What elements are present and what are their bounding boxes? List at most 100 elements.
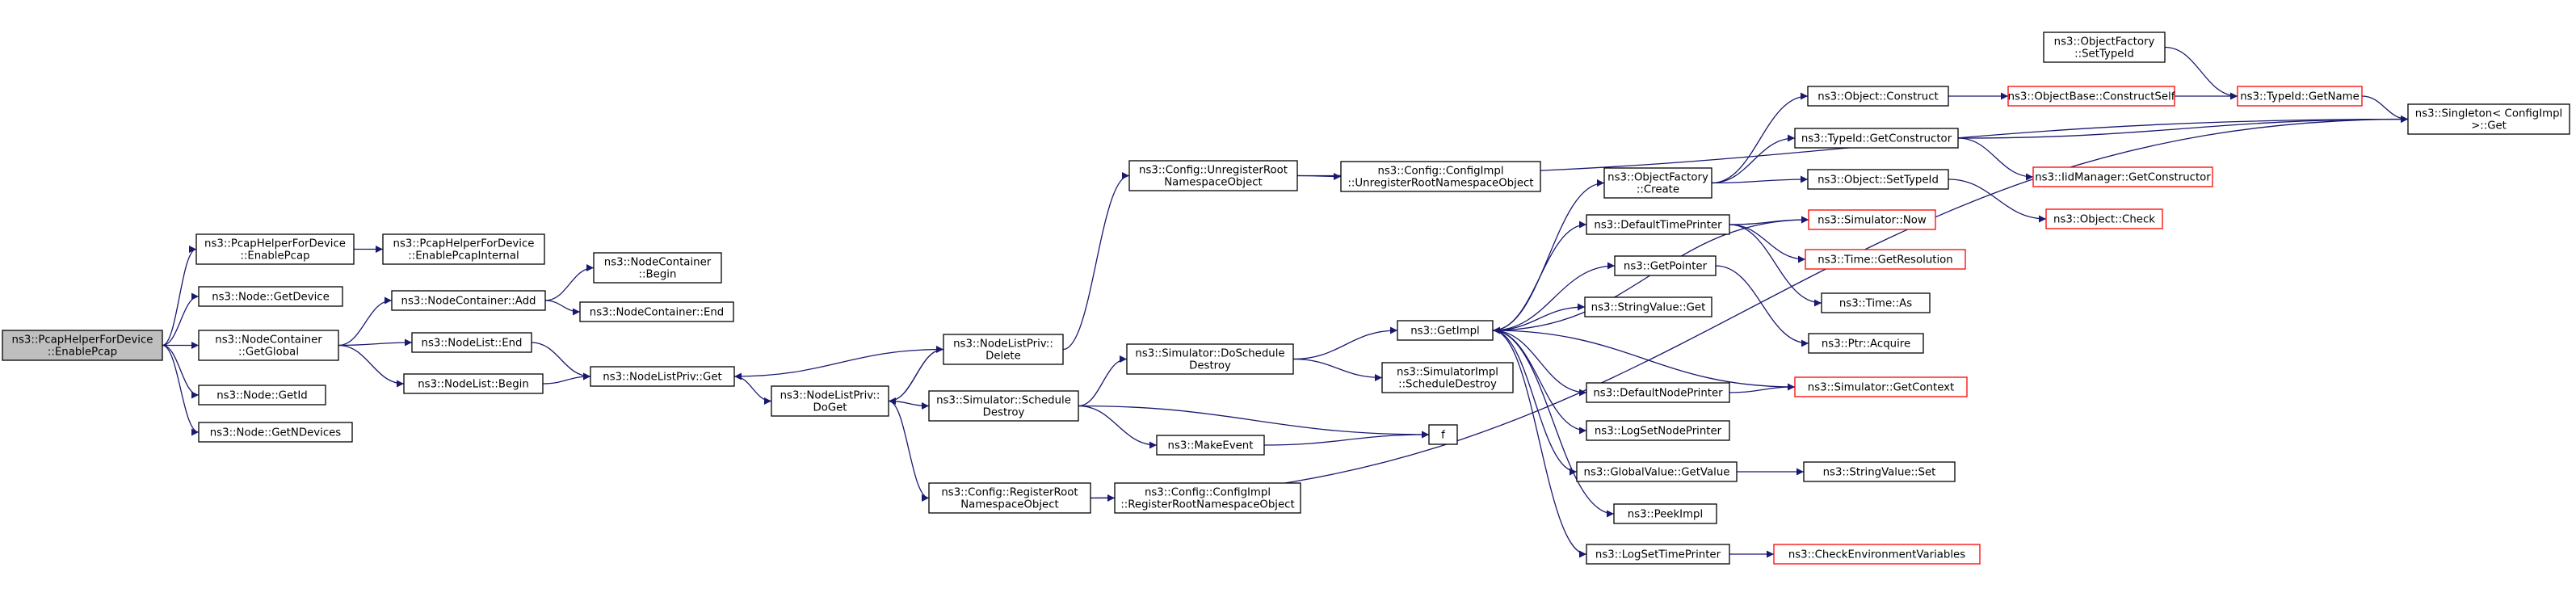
edge-sim-sched-to-f — [1078, 405, 1430, 439]
edge-path — [1263, 431, 1430, 446]
node-box — [1397, 320, 1494, 341]
graph-node-node-getid[interactable]: ns3::Node::GetId — [198, 385, 326, 406]
edge-makeevent-to-f — [1263, 431, 1430, 446]
graph-node-obj-settypeid[interactable]: ns3::Object::SetTypeId — [1807, 169, 1949, 190]
graph-node-nc-begin[interactable]: ns3::NodeContainer::Begin — [593, 252, 722, 284]
node-box — [198, 286, 343, 307]
node-box — [2, 330, 163, 361]
edge-of-create-to-typeid-getctor — [1711, 134, 1796, 184]
graph-node-node-getndevices[interactable]: ns3::Node::GetNDevices — [198, 422, 353, 443]
edge-obj-settypeid-to-obj-check — [1948, 179, 2047, 223]
edge-path — [1492, 330, 1587, 397]
graph-node-nl-end[interactable]: ns3::NodeList::End — [411, 332, 532, 353]
edge-path — [1492, 330, 1615, 518]
graph-node-of-settypeid[interactable]: ns3::ObjectFactory::SetTypeId — [2043, 32, 2166, 63]
graph-node-nlp-delete[interactable]: ns3::NodeListPriv::Delete — [943, 334, 1064, 365]
node-label: ns3::Object::SetTypeId — [1817, 174, 1939, 187]
edge-path — [2164, 46, 2238, 100]
node-label: ns3::NodeListPriv:: — [953, 338, 1053, 351]
graph-node-nc-end[interactable]: ns3::NodeContainer::End — [579, 301, 734, 322]
graph-node-sim-now[interactable]: ns3::Simulator::Now — [1808, 209, 1936, 230]
node-box — [590, 366, 735, 387]
node-label: ::SetTypeId — [2074, 48, 2134, 61]
node-label: ns3::CheckEnvironmentVariables — [1788, 549, 1965, 561]
graph-node-getimpl[interactable]: ns3::GetImpl — [1397, 320, 1494, 341]
node-label: ns3::PcapHelperForDevice — [204, 238, 346, 250]
graph-node-dtp[interactable]: ns3::DefaultTimePrinter — [1586, 214, 1730, 235]
node-box — [1381, 362, 1514, 393]
graph-node-dnp[interactable]: ns3::DefaultNodePrinter — [1586, 382, 1730, 403]
edge-path — [1957, 137, 2034, 181]
graph-node-time-getres[interactable]: ns3::Time::GetResolution — [1805, 249, 1966, 270]
graph-node-root: ns3::PcapHelperForDevice::EnablePcap — [2, 330, 163, 361]
node-label: f — [1441, 430, 1445, 442]
node-label: ::ScheduleDestroy — [1398, 379, 1497, 391]
graph-node-ptr-acquire[interactable]: ns3::Ptr::Acquire — [1808, 333, 1924, 354]
edge-path — [1711, 92, 1809, 184]
node-label: ns3::DefaultTimePrinter — [1594, 220, 1722, 232]
graph-node-typeid-getname[interactable]: ns3::TypeId::GetName — [2237, 86, 2363, 107]
graph-node-f[interactable]: f — [1428, 424, 1458, 445]
edge-getpointer-to-ptr-acquire — [1715, 265, 1809, 347]
graph-node-nc-add[interactable]: ns3::NodeContainer::Add — [391, 290, 546, 311]
edge-root-to-node-getid — [162, 344, 200, 399]
edge-of-create-to-obj-construct — [1711, 92, 1809, 184]
graph-node-singleton-get[interactable]: ns3::Singleton< ConfigImpl >::Get — [2407, 103, 2570, 135]
graph-node-logsetnode[interactable]: ns3::LogSetNodePrinter — [1586, 420, 1730, 441]
node-box — [1128, 160, 1298, 191]
graph-node-sim-getctx[interactable]: ns3::Simulator::GetContext — [1794, 376, 1968, 397]
edge-dtp-to-sim-now — [1729, 216, 1809, 225]
graph-node-node-getdevice[interactable]: ns3::Node::GetDevice — [198, 286, 343, 307]
graph-node-iid-getctor[interactable]: ns3::IidManager::GetConstructor — [2032, 166, 2213, 187]
graph-node-logsettime[interactable]: ns3::LogSetTimePrinter — [1586, 544, 1730, 565]
graph-node-objbase-cs[interactable]: ns3::ObjectBase::ConstructSelf — [2007, 86, 2175, 107]
node-label: ns3::ObjectBase::ConstructSelf — [2008, 91, 2175, 103]
edge-path — [338, 296, 393, 347]
edge-path — [1492, 326, 1796, 388]
graph-node-nlp-get[interactable]: ns3::NodeListPriv::Get — [590, 366, 735, 387]
edge-path — [1492, 221, 1587, 331]
node-label: Delete — [985, 351, 1021, 363]
node-label: Destroy — [1189, 360, 1231, 372]
graph-node-of-create[interactable]: ns3::ObjectFactory::Create — [1603, 167, 1712, 199]
graph-node-phd-internal[interactable]: ns3::PcapHelperForDevice::EnablePcapInte… — [382, 233, 545, 265]
edge-path — [162, 292, 200, 347]
graph-node-cfg-unreg[interactable]: ns3::Config::UnregisterRootNamespaceObje… — [1128, 160, 1298, 191]
graph-node-makeevent[interactable]: ns3::MakeEvent — [1156, 435, 1265, 456]
graph-node-cfgimpl-unreg[interactable]: ns3::Config::ConfigImpl::UnregisterRootN… — [1340, 161, 1541, 192]
graph-node-typeid-getctor[interactable]: ns3::TypeId::GetConstructor — [1794, 128, 1959, 149]
edge-path — [733, 348, 944, 380]
graph-node-nc-getglobal[interactable]: ns3::NodeContainer::GetGlobal — [198, 330, 339, 361]
graph-node-sim-sched[interactable]: ns3::Simulator::ScheduleDestroy — [928, 390, 1079, 422]
graph-node-nlp-doget[interactable]: ns3::NodeListPriv::DoGet — [771, 385, 889, 417]
edge-path — [1492, 330, 1587, 558]
node-label: ns3::GetImpl — [1410, 326, 1479, 338]
node-label: ns3::GlobalValue::GetValue — [1584, 467, 1730, 479]
graph-node-gv-getvalue[interactable]: ns3::GlobalValue::GetValue — [1576, 461, 1738, 482]
graph-node-obj-construct[interactable]: ns3::Object::Construct — [1807, 86, 1949, 107]
edge-nlp-delete-to-cfg-unreg — [1062, 172, 1130, 351]
node-box — [1126, 343, 1294, 375]
node-label: ::Begin — [639, 269, 677, 281]
node-label: ns3::SimulatorImpl — [1397, 367, 1498, 379]
graph-node-getpointer[interactable]: ns3::GetPointer — [1614, 255, 1717, 276]
graph-node-phd-enable[interactable]: ns3::PcapHelperForDevice::EnablePcap — [195, 233, 355, 265]
edge-path — [542, 372, 591, 385]
graph-node-cfgimpl-reg[interactable]: ns3::Config::ConfigImpl::RegisterRootNam… — [1114, 482, 1301, 514]
graph-node-time-as[interactable]: ns3::Time::As — [1821, 292, 1931, 313]
graph-node-simimpl-sched[interactable]: ns3::SimulatorImpl::ScheduleDestroy — [1381, 362, 1514, 393]
graph-node-checkenv[interactable]: ns3::CheckEnvironmentVariables — [1773, 544, 1981, 565]
graph-node-sv-get[interactable]: ns3::StringValue::Get — [1584, 296, 1712, 317]
node-box — [1808, 209, 1936, 230]
graph-node-cfg-reg[interactable]: ns3::Config::RegisterRootNamespaceObject — [928, 482, 1091, 514]
edge-cfg-reg-to-singleton-get — [1090, 116, 2409, 499]
graph-node-nl-begin[interactable]: ns3::NodeList::Begin — [403, 373, 544, 394]
node-label: NamespaceObject — [960, 499, 1059, 511]
graph-node-obj-check[interactable]: ns3::Object::Check — [2045, 208, 2163, 229]
edge-getimpl-to-dtp — [1492, 221, 1587, 331]
graph-node-peekimpl[interactable]: ns3::PeekImpl — [1613, 503, 1717, 524]
graph-node-sv-set[interactable]: ns3::StringValue::Set — [1803, 461, 1956, 482]
edge-getimpl-to-getpointer — [1492, 262, 1616, 331]
node-label: ns3::Simulator::Now — [1817, 215, 1927, 227]
